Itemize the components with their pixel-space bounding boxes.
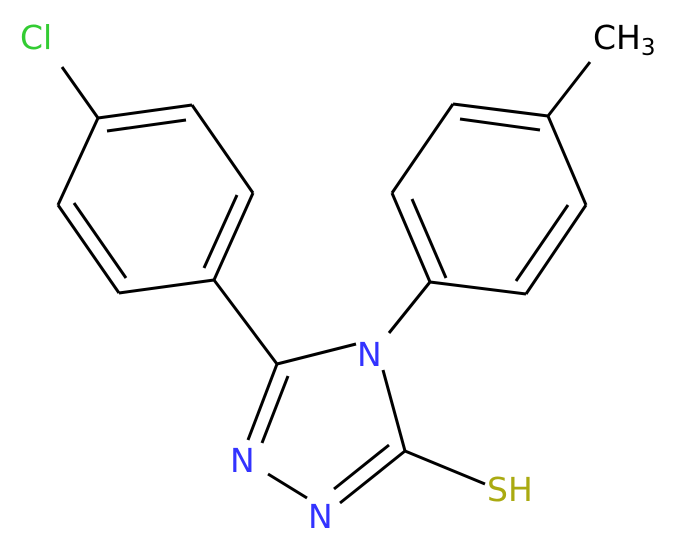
triazole-ring — [246, 342, 486, 505]
methyl-subscript: 3 — [641, 35, 656, 61]
methyl-main: CH — [593, 18, 641, 57]
bond-c3-n1-inner — [333, 443, 390, 491]
nitrogen-2-label: N — [230, 441, 255, 480]
bond-ring1-inner — [106, 118, 187, 133]
bond-ring1-inner — [72, 202, 128, 279]
bond-ring1-c5 — [212, 279, 279, 365]
thiol-label: SH — [487, 470, 533, 509]
bond-n4-c3 — [381, 369, 407, 452]
bond-ring1 — [190, 104, 255, 194]
bond-ring2-inner — [514, 204, 570, 282]
bond-ring2 — [390, 192, 432, 283]
nitrogen-1-label: N — [308, 497, 333, 536]
bond-ring2 — [524, 204, 588, 295]
bond-ring1-inner — [202, 194, 239, 269]
bond-n2-c5-inner — [260, 375, 290, 444]
chlorophenyl-ring — [56, 66, 279, 365]
bond-ring1 — [212, 192, 255, 281]
bond-c3-s — [404, 449, 486, 486]
bond-ring1 — [56, 117, 100, 206]
bond-ring1 — [56, 204, 121, 294]
bond-ring1 — [118, 278, 215, 295]
methyl-label: CH3 — [593, 18, 656, 61]
bond-ring1 — [97, 103, 193, 120]
chlorine-label: Cl — [20, 18, 52, 57]
tolyl-ring — [387, 61, 592, 334]
bond-ring2 — [429, 280, 527, 296]
bond-ring2-inner — [410, 198, 448, 279]
bond-n1-n2 — [267, 472, 308, 500]
bond-ring2-methyl — [546, 61, 592, 117]
bond-ring2 — [546, 115, 588, 206]
bond-c3-n1 — [339, 449, 406, 505]
bond-n2-c5 — [246, 363, 279, 441]
bond-ring2 — [390, 103, 455, 194]
bond-c5-n4 — [276, 342, 357, 366]
nitrogen-4-label: N — [357, 335, 382, 374]
bond-cl-c — [60, 66, 100, 119]
bond-n4-ring2 — [387, 281, 432, 334]
bond-ring2-inner — [459, 117, 541, 132]
bond-ring2 — [452, 102, 549, 118]
